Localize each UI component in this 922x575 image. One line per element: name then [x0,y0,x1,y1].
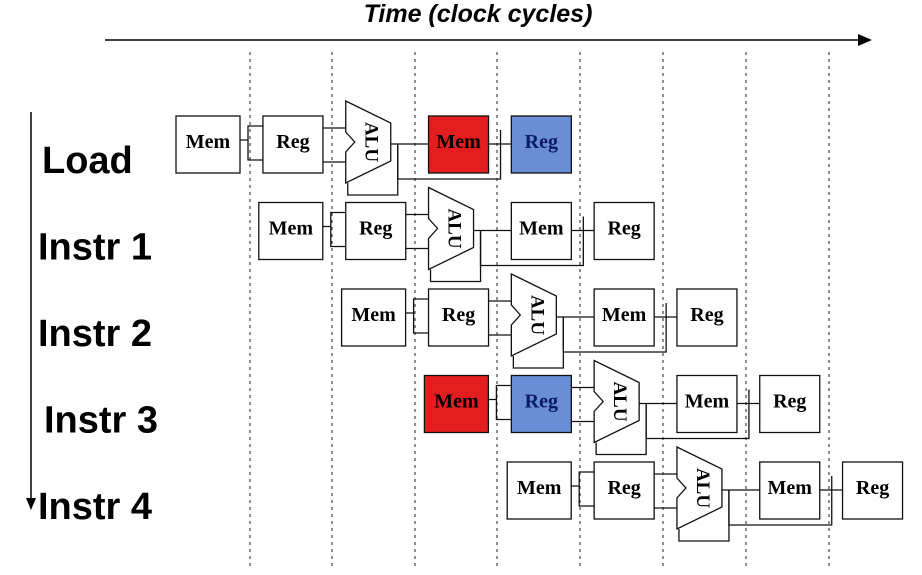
time-axis-title: Time (clock cycles) [364,0,593,28]
alu-label: ALU [692,468,713,508]
instruction-memory-label: Mem [351,304,396,326]
wire [397,144,502,180]
alu-label: ALU [526,295,547,335]
wire [405,298,429,314]
instruction-label: Load [42,140,133,182]
register-read-box [262,115,324,174]
register-write-label: Reg [525,131,558,153]
time-axis: Time (clock cycles) [105,0,872,46]
wire [322,211,346,228]
instruction-memory-label: Mem [434,391,479,413]
register-read-label: Reg [359,218,392,240]
data-memory-box [676,374,738,434]
pipeline-row: Instr 2 Mem Reg Mem Reg ALU [38,272,738,369]
instruction-memory-box [258,201,324,261]
program-order-arrowhead [26,498,36,510]
program-order-axis [26,112,36,510]
register-read-box [345,201,407,261]
register-write-box [593,201,655,261]
pipeline-row: Instr 4 Mem Reg Mem Reg ALU [38,445,904,542]
alu-label: ALU [609,381,630,421]
data-memory-label: Mem [602,304,647,326]
instruction-memory-label: Mem [517,477,562,499]
instruction-memory-box [175,115,241,174]
wire [330,226,346,248]
register-write-label: Reg [607,218,640,240]
time-axis-arrowhead [858,34,872,46]
data-memory-box [427,115,490,174]
register-read-label: Reg [607,477,640,499]
wire [645,403,750,440]
register-write-label: Reg [690,304,723,326]
data-memory-label: Mem [436,131,481,153]
instruction-memory-box [340,288,407,347]
instruction-label: Instr 3 [44,400,158,442]
instruction-label: Instr 1 [38,227,152,269]
alu-shape [345,99,392,185]
instruction-memory-box [506,461,572,520]
register-read-label: Reg [442,304,475,326]
wire [488,384,512,401]
register-read-label: Reg [276,131,309,153]
register-read-box [427,288,490,347]
instruction-memory-box [423,374,490,434]
register-write-label: Reg [856,477,889,499]
wire [412,313,429,334]
data-memory-box [759,461,821,520]
wire [247,140,263,161]
data-memory-label: Mem [768,477,813,499]
register-write-box [510,115,572,174]
instruction-label: Instr 2 [38,313,152,355]
data-memory-label: Mem [685,391,730,413]
alu-shape [593,359,640,444]
register-write-box [759,374,821,434]
register-read-label: Reg [525,391,558,413]
wire [240,125,263,141]
pipeline-row: Instr 1 Mem Reg Mem Reg ALU [38,186,655,283]
alu-label: ALU [361,122,382,162]
wire [571,471,595,487]
instruction-memory-label: Mem [269,218,314,240]
alu-shape [676,445,723,531]
data-memory-label: Mem [519,218,564,240]
cycle-divider-lines [249,52,830,568]
instruction-memory-label: Mem [186,131,231,153]
instruction-label: Instr 4 [38,486,152,528]
pipeline-row: Instr 3 Mem Reg Mem Reg ALU [44,359,821,456]
register-write-label: Reg [773,391,806,413]
wire [562,317,667,353]
wire [479,230,584,267]
register-write-box [676,288,738,347]
alu-shape [510,272,557,358]
register-read-box [593,461,655,520]
wire [728,490,833,526]
wire [495,399,512,421]
register-read-box [510,374,572,434]
alu-label: ALU [444,208,465,248]
pipeline-row: Load Mem Reg Mem Reg ALU [42,99,572,196]
alu-shape [427,186,475,271]
wire [578,486,595,507]
data-memory-box [510,201,572,261]
